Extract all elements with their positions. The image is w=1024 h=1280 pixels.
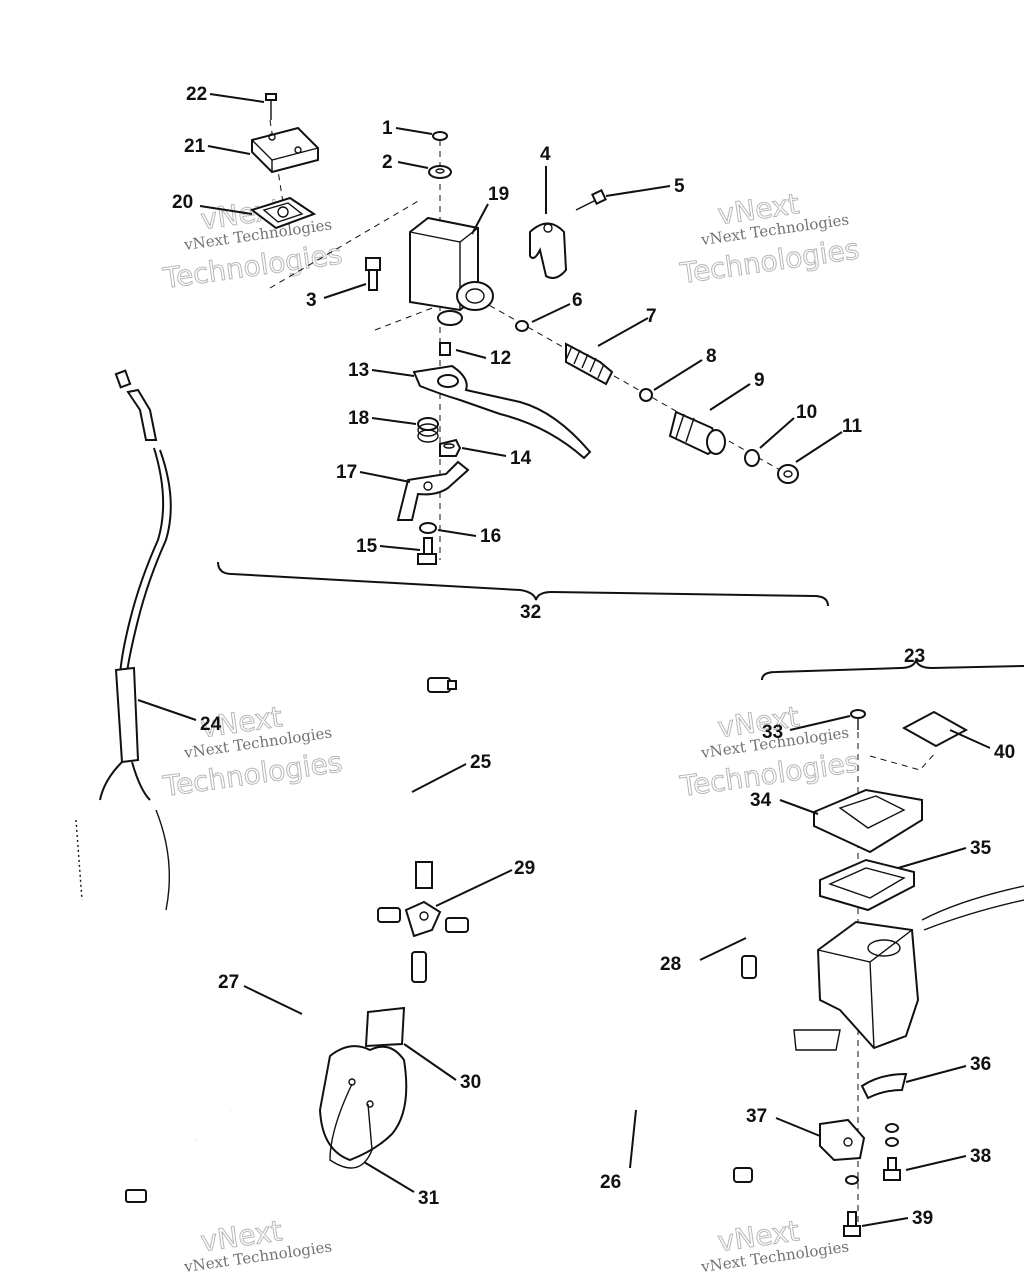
caliper-label-part <box>901 710 969 748</box>
washer-part <box>419 522 437 534</box>
caliper-assembly <box>761 659 1024 1237</box>
cover-screw-part <box>265 93 277 120</box>
diaphragm-part <box>249 196 317 230</box>
callout-22: 22 <box>186 84 207 105</box>
callout-24: 24 <box>200 714 222 735</box>
pivot-bushing-part <box>439 342 451 356</box>
alignment-line <box>869 751 937 771</box>
caliper-screw-part <box>843 1175 861 1237</box>
alignment-line <box>269 199 421 289</box>
washer-part <box>428 165 452 179</box>
callout-19: 19 <box>488 184 509 205</box>
watermark-mid-left: vNext vNext Technologies Technologies <box>160 700 345 804</box>
tee-fitting-part <box>404 900 442 938</box>
callout-11: 11 <box>842 416 863 437</box>
alignment-line <box>374 304 441 331</box>
mounting-bolt-part <box>365 257 381 291</box>
callout-5: 5 <box>674 176 685 197</box>
cover-screw-part <box>850 709 866 730</box>
assembly-bracket-23 <box>761 659 1024 681</box>
switch-bracket-part <box>396 460 470 521</box>
nut-part <box>432 131 448 141</box>
piston-part <box>668 410 726 456</box>
watermark-top-right: vNext vNext Technologies Technologies <box>677 187 862 291</box>
callout-20: 20 <box>172 192 193 213</box>
callout-38: 38 <box>970 1146 991 1167</box>
caliper-body-part <box>793 885 1024 1051</box>
callout-32: 32 <box>520 602 541 623</box>
callout-1: 1 <box>382 118 393 139</box>
callout-39: 39 <box>912 1208 933 1229</box>
bracket-screw-part <box>417 537 437 565</box>
callout-2: 2 <box>382 152 393 173</box>
callout-12: 12 <box>490 348 511 369</box>
bracket-screw-part <box>883 1157 901 1181</box>
callout-8: 8 <box>706 346 717 367</box>
handlebar-clamp-part <box>529 222 568 279</box>
callout-28: 28 <box>660 954 681 975</box>
callout-14: 14 <box>510 448 532 469</box>
callout-6: 6 <box>572 290 583 311</box>
callout-numbers: 1 2 3 4 5 6 7 8 9 10 11 12 13 14 15 16 1… <box>172 84 1015 1229</box>
callout-40: 40 <box>994 742 1015 763</box>
lock-nut-part <box>439 438 462 457</box>
callout-13: 13 <box>348 360 369 381</box>
callout-16: 16 <box>480 526 501 547</box>
brake-hose-26-part <box>411 951 753 1183</box>
lever-spring-part <box>417 417 439 443</box>
callout-9: 9 <box>754 370 765 391</box>
callout-35: 35 <box>970 838 992 859</box>
retaining-washer-part <box>777 464 799 484</box>
washer-part <box>885 1123 899 1133</box>
washer-part <box>639 388 653 402</box>
callout-25: 25 <box>470 752 492 773</box>
callout-3: 3 <box>306 290 317 311</box>
brake-cable-assembly <box>75 369 172 911</box>
clamp-screw-part <box>575 189 607 211</box>
brake-hose-28-part <box>445 911 757 1033</box>
callout-23: 23 <box>904 646 925 667</box>
caliper-cover-part <box>813 788 923 854</box>
callout-21: 21 <box>184 136 206 157</box>
brake-hose-25-part <box>341 677 457 889</box>
assembly-bracket-32 <box>217 561 829 607</box>
caliper-bracket-part <box>819 1118 866 1162</box>
seal-part <box>744 449 760 467</box>
brake-hose-27-part <box>125 907 401 1203</box>
hose-label-part <box>364 1006 406 1048</box>
callout-31: 31 <box>418 1188 440 1209</box>
washer-part <box>885 1137 899 1147</box>
callout-30: 30 <box>460 1072 481 1093</box>
callout-18: 18 <box>348 408 369 429</box>
callout-4: 4 <box>540 144 551 165</box>
master-cylinder-assembly <box>217 93 829 607</box>
callout-27: 27 <box>218 972 239 993</box>
watermark-bottom-right: vNext vNext Technologies <box>699 1214 850 1276</box>
callout-15: 15 <box>356 536 378 557</box>
callout-26: 26 <box>600 1172 621 1193</box>
callout-36: 36 <box>970 1054 991 1075</box>
leader-lines <box>137 93 991 1227</box>
alignment-line <box>479 299 781 471</box>
watermark-bottom-left: vNext vNext Technologies <box>182 1214 333 1276</box>
callout-29: 29 <box>514 858 535 879</box>
washer-part <box>515 320 529 332</box>
master-cylinder-body-part <box>409 216 494 326</box>
piston-spring-part <box>565 342 614 386</box>
brake-pad-part <box>860 1072 908 1100</box>
reservoir-cover-part <box>251 126 319 174</box>
brake-hose-system <box>125 677 757 1203</box>
callout-33: 33 <box>762 722 783 743</box>
watermark-mid-right: vNext vNext Technologies Technologies <box>677 700 862 804</box>
brake-lever-part <box>412 364 592 460</box>
callout-37: 37 <box>746 1106 767 1127</box>
cover-gasket-part <box>819 858 915 912</box>
callout-10: 10 <box>796 402 817 423</box>
callout-34: 34 <box>750 790 772 811</box>
callout-7: 7 <box>646 306 657 327</box>
hose-protector-part <box>318 1045 408 1169</box>
callout-17: 17 <box>336 462 357 483</box>
